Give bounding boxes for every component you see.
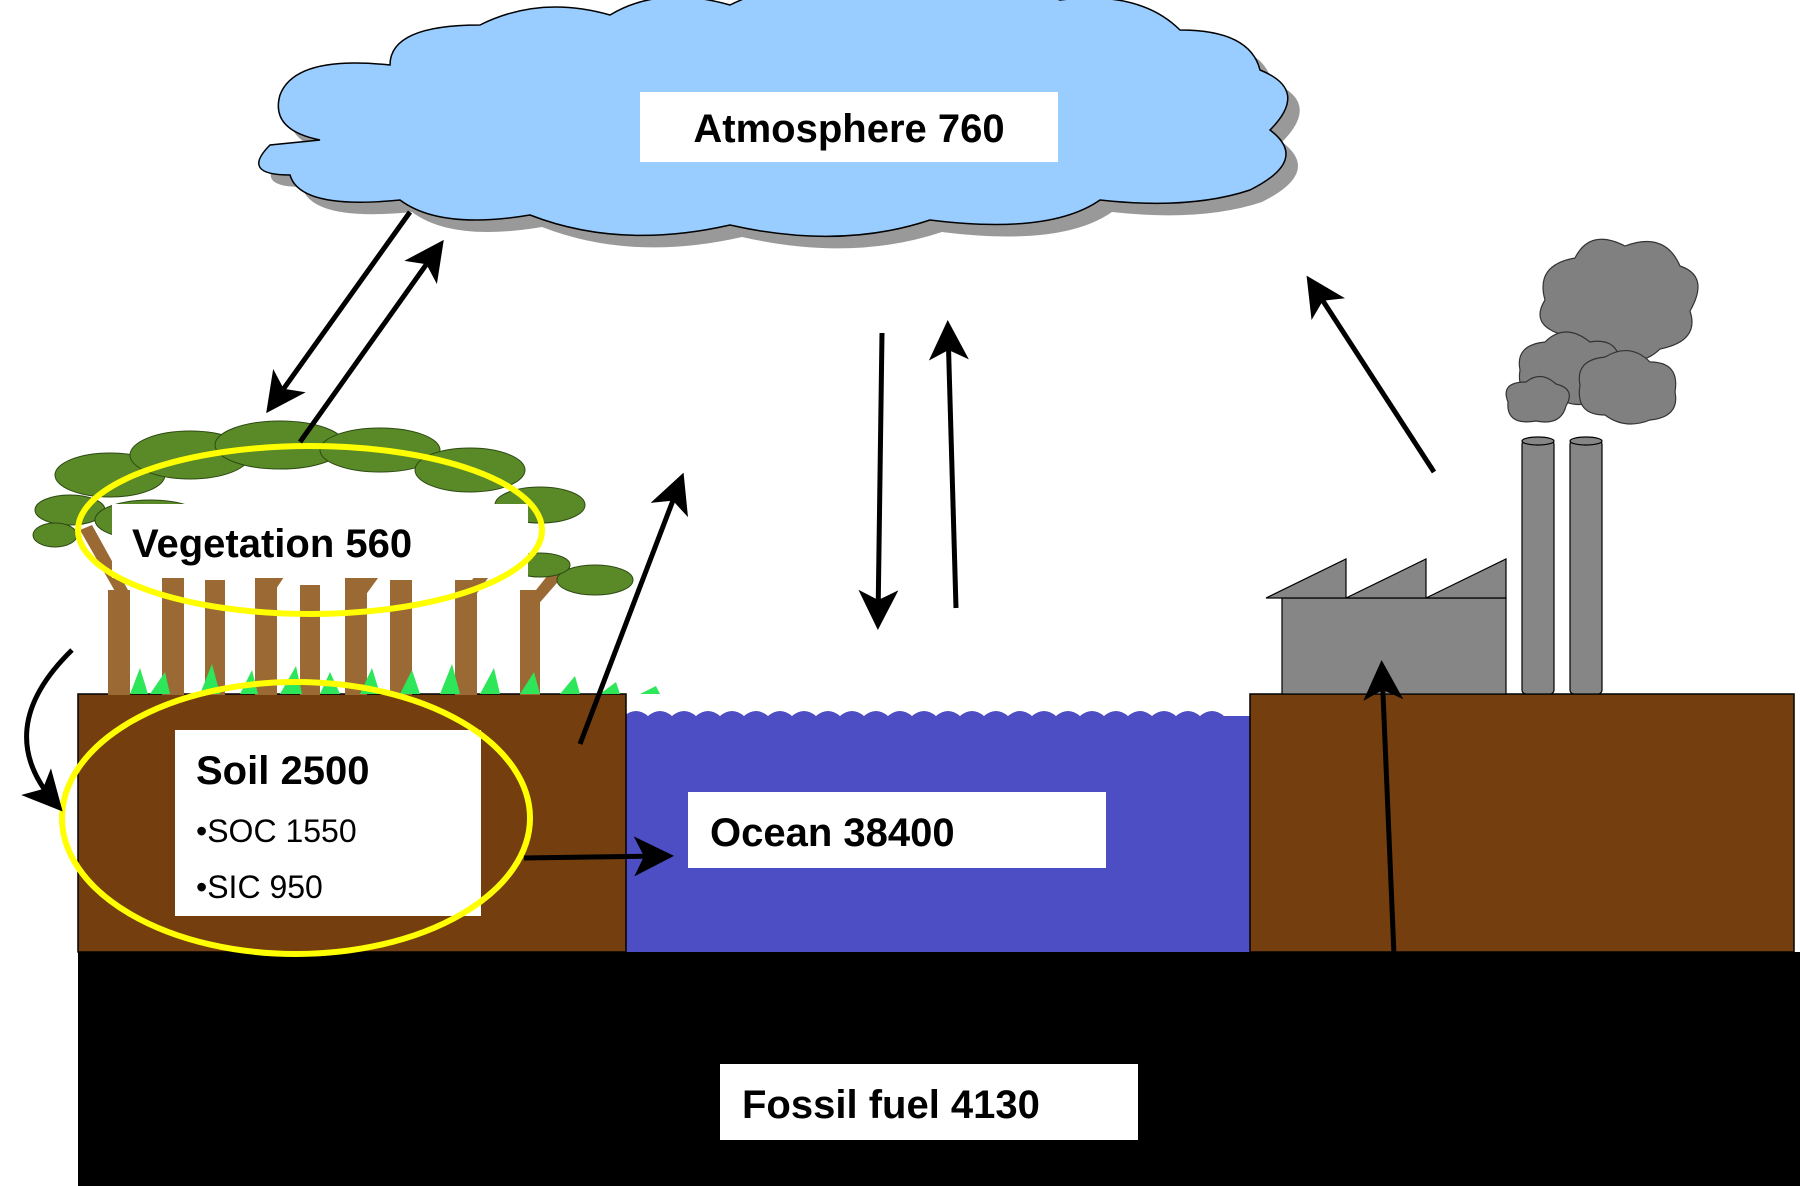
vegetation-label: Vegetation 560: [132, 522, 412, 566]
arrow-vegetation-to-soil: [21, 648, 74, 812]
soil-title-label: Soil 2500: [196, 749, 369, 793]
arrow-fossil-fuel-to-industry: [1363, 660, 1404, 956]
soil-block-right: [1249, 693, 1795, 953]
arrow-soil-to-atmosphere: [577, 472, 688, 745]
ocean-label: Ocean 38400: [710, 811, 955, 855]
soil-soc-label: •SOC 1550: [196, 813, 357, 849]
soil-highlight-ring: [59, 679, 533, 957]
arrow-industry-to-atmosphere: [1306, 275, 1437, 474]
arrow-soil-to-ocean: [523, 836, 674, 877]
soil-label-box: [175, 730, 481, 916]
arrow-atmosphere-to-ocean: [858, 332, 899, 630]
atmosphere-label-box: [640, 92, 1058, 162]
vegetation-label-box: [112, 504, 528, 578]
atmosphere-label: Atmosphere 760: [693, 107, 1004, 151]
arrow-atmosphere-to-vegetation: [266, 210, 413, 414]
vegetation-highlight-ring: [75, 443, 545, 617]
smoke-plume: [1505, 238, 1699, 425]
ocean-label-box: [688, 792, 1106, 868]
fossil-fuel-label-box: [720, 1064, 1138, 1140]
arrow-ocean-to-atmosphere: [928, 320, 969, 609]
factory-illustration: [1265, 436, 1603, 695]
fossil-fuel-label: Fossil fuel 4130: [742, 1083, 1040, 1127]
arrow-vegetation-to-atmosphere: [297, 239, 444, 444]
soil-sic-label: •SIC 950: [196, 869, 323, 905]
